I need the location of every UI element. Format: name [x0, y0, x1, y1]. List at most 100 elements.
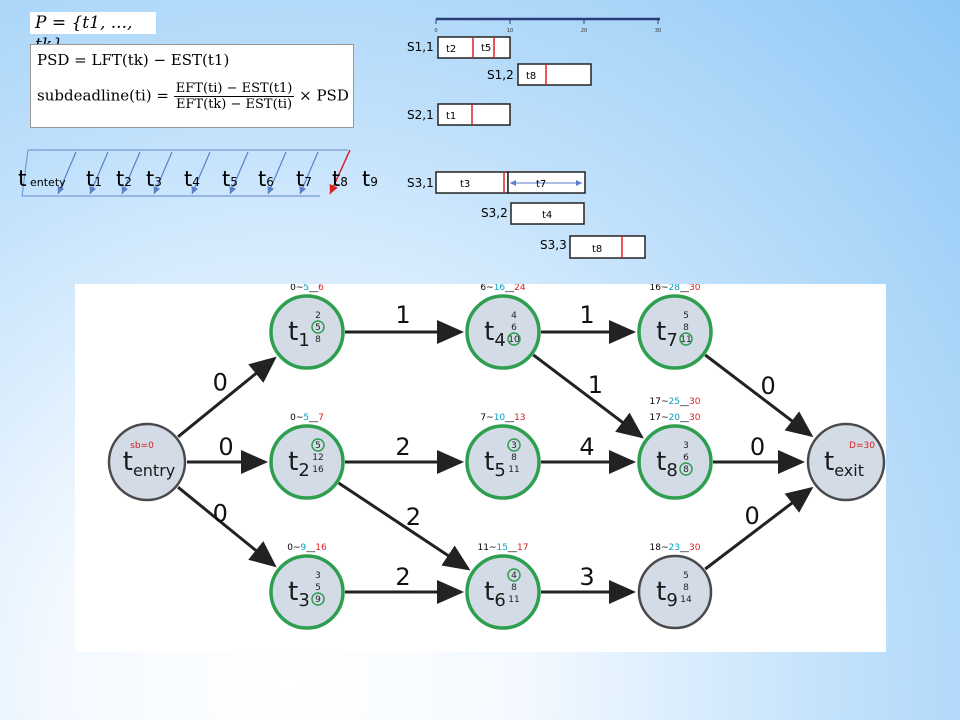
edge-weight: 2	[395, 563, 410, 591]
node-annotation: D=30	[849, 441, 875, 451]
edge-weight: 0	[760, 372, 775, 400]
edge-entry-t3	[177, 486, 277, 568]
node-value: 14	[680, 595, 692, 605]
node-value: 16	[312, 465, 324, 475]
subdeadline-formula: subdeadline(ti) = EFT(ti) − EST(t1) EFT(…	[37, 81, 349, 112]
row-label: S2,1	[407, 108, 434, 122]
subdeadline-times: × PSD	[299, 86, 349, 105]
node-label: t3	[288, 577, 310, 611]
edge-weight: 0	[213, 369, 228, 397]
node-value: 9	[315, 595, 321, 605]
node-value: 6	[511, 323, 517, 333]
node-circle	[269, 294, 345, 370]
schedule-bar	[435, 171, 509, 194]
schedule: S1,1 t2 t5 S1,2 t8 S2,1 t1 S3,1 t3 t7 S3…	[407, 36, 646, 259]
strip-arrow	[191, 151, 211, 195]
fraction-denominator: EFT(tk) − EST(ti)	[175, 97, 293, 112]
node-value: 8	[683, 583, 689, 593]
axis-tick-label: 30	[655, 28, 661, 34]
schedule-bar	[510, 202, 585, 225]
node-circle	[637, 554, 713, 630]
fraction-numerator: EFT(ti) − EST(t1)	[173, 81, 295, 97]
node-label: t6	[484, 577, 506, 611]
value-highlight-ring	[507, 568, 521, 582]
node-value: 12	[312, 453, 323, 463]
sequence-task-t5: t5	[222, 167, 238, 191]
value-highlight-ring	[311, 320, 325, 334]
bar-task-label: t8	[592, 244, 602, 255]
node-time-window: 17~20__30	[650, 413, 701, 423]
node-time-window: 11~15__17	[478, 543, 529, 553]
axis-tick-label: 10	[507, 28, 513, 34]
node-annotation: sb=0	[130, 441, 154, 451]
strip-left-edge	[21, 149, 29, 197]
node-value: 4	[511, 571, 517, 581]
node-value: 6	[683, 453, 689, 463]
edge-weight: 3	[579, 563, 594, 591]
node-value: 5	[683, 571, 689, 581]
row-label: S1,1	[407, 40, 434, 54]
bar-task-label: t4	[542, 210, 552, 221]
edge-weight: 1	[588, 371, 603, 399]
edge-t4-t8	[532, 353, 644, 439]
node-value: 11	[508, 465, 519, 475]
node-circle	[269, 424, 345, 500]
node-circle	[465, 424, 541, 500]
node-label: texit	[824, 447, 864, 480]
node-value: 5	[315, 323, 321, 333]
node-value: 11	[508, 595, 519, 605]
node-label: t7	[656, 317, 678, 351]
entry-task-label: t	[18, 167, 27, 192]
node-value: 2	[315, 311, 321, 321]
edge-weight: 0	[750, 433, 765, 461]
node-t6: t6 11~15__17 4 8 11	[465, 543, 541, 630]
sequence-task-t9: t9	[362, 167, 378, 191]
psd-formula: PSD = LFT(tk) − EST(t1)	[37, 51, 230, 69]
schedule-bar	[569, 235, 646, 259]
subdeadline-lhs: subdeadline(ti) =	[37, 86, 169, 105]
strip-arrow	[57, 151, 77, 195]
schedule-bar	[437, 103, 511, 126]
node-value: 5	[683, 311, 689, 321]
node-label: t4	[484, 317, 506, 351]
node-circle	[465, 554, 541, 630]
node-circle	[637, 424, 713, 500]
node-time-window: 16~28__30	[650, 284, 701, 293]
node-circle	[465, 294, 541, 370]
strip-arrow	[153, 151, 173, 195]
node-label: t5	[484, 447, 506, 481]
node-value: 8	[511, 583, 517, 593]
value-highlight-ring	[507, 332, 521, 346]
strip-arrow	[89, 151, 109, 195]
row-label: S3,3	[540, 238, 567, 252]
sequence-task-t7: t7	[296, 167, 312, 191]
node-time-window: 7~10__13	[480, 413, 525, 423]
value-highlight-ring	[507, 438, 521, 452]
node-value: 8	[683, 465, 689, 475]
sequence-task-t2: t2	[116, 167, 132, 191]
value-highlight-ring	[679, 462, 693, 476]
strip-arrow-red	[329, 149, 351, 195]
edge-t9-exit	[704, 486, 814, 571]
node-value: 8	[315, 335, 321, 345]
bar-task-label: t8	[526, 71, 536, 82]
row-label: S3,2	[481, 206, 508, 220]
schedule-bar	[437, 36, 511, 59]
axis-tick-label: 0	[434, 28, 437, 34]
node-circle	[269, 554, 345, 630]
node-label: t1	[288, 317, 310, 351]
bar-task-label: t2	[446, 44, 456, 55]
node-value: 5	[315, 583, 321, 593]
node-label: t8	[656, 447, 678, 481]
value-highlight-ring	[311, 438, 325, 452]
